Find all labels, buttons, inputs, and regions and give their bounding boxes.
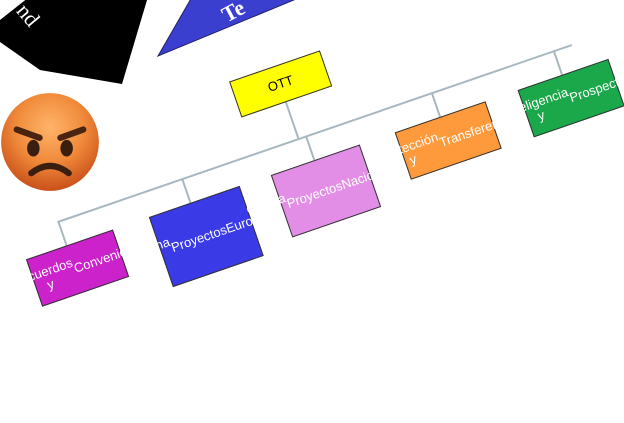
child-node-proteccion: Protección y Transferencia <box>377 101 517 180</box>
child-connector <box>552 49 563 76</box>
child-connector <box>57 220 68 246</box>
root-node-ott: OTT <box>229 50 333 118</box>
child-connector <box>430 91 442 118</box>
slide-canvas: nd Te OTT Acuerd <box>0 0 624 307</box>
child-node-line: Transferencia <box>437 110 517 150</box>
child-node-acuerdos: Acuerdos y Convenios <box>18 229 135 307</box>
child-node-inteligencia: Inteligencia y Prospectiva <box>503 58 624 138</box>
child-node-line: Proyectos <box>284 177 345 211</box>
child-node-line: Prospectiva <box>567 68 624 106</box>
root-connector <box>284 101 300 139</box>
child-node-line: Inteligencia y <box>503 84 571 124</box>
child-connector <box>304 135 316 161</box>
child-node-line: Convenios <box>71 241 135 276</box>
child-node-line: Proyectos <box>169 221 229 255</box>
black-shape: nd <box>0 0 148 84</box>
child-node-line: Acuerdos y <box>17 254 75 293</box>
child-node-proyectos-europeos: Oficina de Proyectos Europeos <box>129 185 281 288</box>
child-connector <box>181 177 192 204</box>
root-node-label: OTT <box>265 72 296 95</box>
child-node-proyectos-nacionales: Oficina de Proyectos Nacionales <box>244 144 405 238</box>
child-node-line: Protección y <box>376 129 440 168</box>
angry-face-icon <box>1 93 99 191</box>
blue-triangle-shape: Te <box>156 0 296 58</box>
